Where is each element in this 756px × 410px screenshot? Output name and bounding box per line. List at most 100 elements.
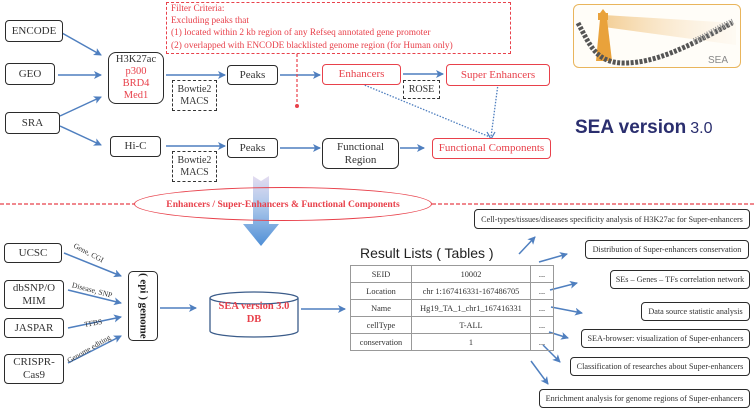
database-cylinder — [209, 291, 299, 338]
filter-line: (1) located within 2 kb region of any Re… — [171, 28, 431, 39]
hic-box: Hi-C — [110, 136, 161, 157]
peaks-label: Peaks — [239, 141, 266, 154]
table-cell-value: 10002 — [411, 265, 531, 283]
tools-box-bottom: Bowtie2 MACS — [172, 151, 217, 182]
source-jaspar: JASPAR — [4, 318, 64, 338]
analysis-label: SEs – Genes – TFs correlation network — [615, 275, 745, 284]
analysis-enrichment[interactable]: Enrichment analysis for genome regions o… — [539, 389, 750, 408]
dotted-enhancers-fc — [361, 83, 491, 138]
functional-region-line1: Functional — [336, 140, 385, 153]
arrow-sra-marks — [59, 96, 102, 117]
table-cell-value: chr 1:167416331-167486705 — [411, 282, 531, 300]
app-title-text: SEA version — [575, 117, 687, 138]
source-label-line2: Cas9 — [23, 369, 45, 381]
filter-criteria-note: Filter Criteria: Excluding peaks that (1… — [166, 2, 511, 54]
arrow-jaspar — [67, 314, 122, 329]
enhancers-label: Enhancers — [338, 68, 385, 81]
rose-box: ROSE — [403, 80, 440, 99]
tool-bowtie2: Bowtie2 — [177, 154, 212, 166]
database-name: SEA version 3.0 — [218, 301, 290, 312]
table-cell-value: Hg19_TA_1_chr1_167416331 — [411, 299, 531, 317]
super-enhancers-label: Super Enhancers — [460, 68, 536, 81]
epigenome-box: ( epi ) genome — [128, 271, 158, 341]
analysis-specificity[interactable]: Cell-types/tissues/diseases specificity … — [474, 209, 750, 229]
arrow-dbsnp — [67, 289, 122, 306]
database-type: DB — [246, 314, 262, 325]
table-cell-key: cellType — [350, 316, 412, 334]
mark-h3k27ac: H3K27ac — [115, 53, 157, 65]
source-label: GEO — [18, 67, 42, 80]
source-label: JASPAR — [14, 321, 54, 334]
filter-line: Filter Criteria: — [171, 4, 225, 14]
arrow-analysis-7 — [530, 360, 549, 385]
source-sra: SRA — [5, 112, 60, 134]
logo-text: SEA — [708, 55, 728, 66]
super-enhancers-box: Super Enhancers — [446, 64, 550, 86]
analysis-sea-browser[interactable]: SEA-browser: visualization of Super-enha… — [581, 329, 750, 348]
mark-p300: p300 — [125, 65, 147, 77]
arrow-encode — [61, 32, 102, 56]
analysis-label: Cell-types/tissues/diseases specificity … — [481, 214, 743, 224]
analysis-label: Enrichment analysis for genome regions o… — [545, 394, 744, 403]
source-crispr-cas9: CRISPR- Cas9 — [4, 354, 64, 384]
source-label-line1: dbSNP/O — [12, 281, 56, 294]
analysis-label: SEA-browser: visualization of Super-enha… — [587, 334, 744, 343]
source-dbsnp-omim: dbSNP/O MIM — [4, 280, 64, 309]
tool-macs: MACS — [180, 95, 209, 107]
source-geo: GEO — [5, 63, 55, 85]
arrow-ucsc — [63, 252, 122, 278]
enhancers-box: Enhancers — [322, 64, 401, 85]
analysis-label: Classification of researches about Super… — [576, 362, 744, 371]
source-label-line1: CRISPR- — [13, 356, 55, 369]
analysis-classification[interactable]: Classification of researches about Super… — [570, 357, 750, 376]
peaks-box-bottom: Peaks — [227, 138, 278, 158]
analysis-conservation[interactable]: Distribution of Super-enhancers conserva… — [585, 240, 749, 259]
analysis-data-source[interactable]: Data source statistic analysis — [641, 302, 750, 321]
table-cell-more: ... — [530, 316, 554, 334]
table-cell-more: ... — [530, 282, 554, 300]
functional-components-label: Functional Components — [438, 142, 545, 155]
functional-region-box: Functional Region — [322, 138, 399, 169]
table-cell-value: T-ALL — [411, 316, 531, 334]
epigenome-label: ( epi ) genome — [137, 273, 150, 339]
mark-med1: Med1 — [123, 90, 149, 102]
arrow-sra-hic — [59, 125, 102, 146]
source-encode: ENCODE — [5, 20, 63, 42]
functional-region-line2: Region — [344, 153, 377, 166]
arrow-analysis-2 — [538, 252, 568, 263]
table-cell-key: Location — [350, 282, 412, 300]
source-label-line2: MIM — [22, 294, 46, 307]
table-cell-more: ... — [530, 299, 554, 317]
dotted-se-fc — [490, 83, 499, 138]
mark-brd4: BRD4 — [122, 78, 150, 89]
tool-bowtie2: Bowtie2 — [177, 83, 212, 95]
filter-line: Excluding peaks that — [171, 16, 249, 27]
result-lists-title: Result Lists ( Tables ) — [360, 245, 494, 261]
arrow-analysis-1 — [518, 236, 536, 255]
analysis-label: Data source statistic analysis — [648, 307, 743, 316]
arrow-crispr — [67, 335, 122, 364]
table-cell-key: SEID — [350, 265, 412, 283]
histone-marks-box: H3K27ac p300 BRD4 Med1 — [108, 52, 164, 104]
divider-text: Enhancers / Super-Enhancers & Functional… — [166, 198, 400, 210]
tool-macs: MACS — [180, 166, 209, 178]
hic-label: Hi-C — [124, 140, 147, 153]
app-version: 3.0 — [690, 120, 713, 137]
table-cell-key: Name — [350, 299, 412, 317]
source-label: ENCODE — [11, 24, 57, 37]
table-cell-key: conservation — [350, 333, 412, 351]
table-cell-more: ... — [530, 265, 554, 283]
filter-line: (2) overlapped with ENCODE blacklisted g… — [171, 40, 453, 51]
source-ucsc: UCSC — [4, 243, 62, 263]
database-label: SEA version 3.0 DB — [210, 300, 298, 326]
functional-components-box: Functional Components — [432, 138, 551, 159]
analysis-correlation-network[interactable]: SEs – Genes – TFs correlation network — [610, 270, 750, 289]
section-divider-label: Enhancers / Super-Enhancers & Functional… — [134, 187, 432, 221]
rose-label: ROSE — [408, 83, 435, 95]
sea-logo: SEA — [573, 4, 741, 68]
